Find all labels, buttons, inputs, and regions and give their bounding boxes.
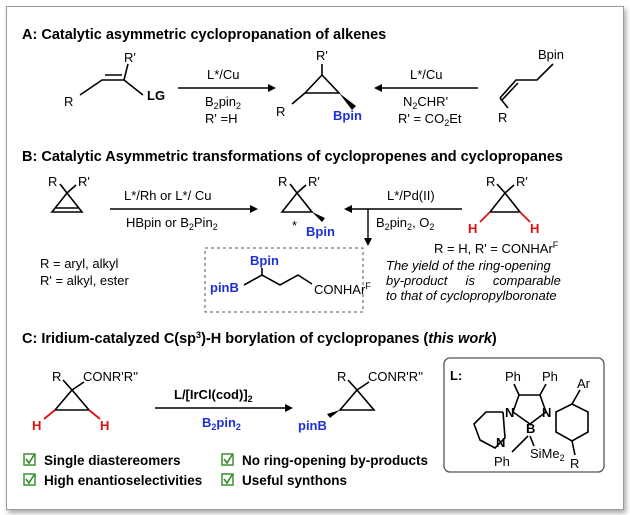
reaction-arrow-b1: L*/Rh or L*/ Cu HBpin or B2Pin2 [110, 188, 258, 232]
substituent-r: R [337, 369, 346, 384]
check-icon [25, 474, 35, 485]
bpin-label: Bpin [333, 108, 362, 123]
cyclopropene-substrate: R R' [48, 174, 90, 213]
allyl-substrate: R R' LG [64, 50, 165, 109]
reagent-label: N2CHR' [403, 94, 448, 111]
substituent-r: R [498, 110, 507, 125]
note-line: The yield of the ring-opening [386, 258, 552, 273]
substituent-r: R [276, 104, 285, 119]
boron-label: B [526, 421, 535, 436]
check-label: Single diastereomers [44, 453, 181, 468]
check-icon [223, 474, 233, 485]
check-label: Useful synthons [242, 473, 347, 488]
check-label: High enantioselectivities [44, 473, 202, 488]
substituent-r-prime: R' [308, 174, 320, 189]
phenyl-label: Ph [542, 369, 558, 384]
section-c-header: C: Iridium-catalyzed C(sp3)-H borylation… [22, 330, 497, 347]
reaction-arrow-c: L/[IrCl(cod)]2 B2pin2 [155, 387, 293, 432]
substituent-r: R [570, 456, 579, 471]
hydrogen-label: H [530, 221, 539, 236]
substituent-r: R [64, 94, 73, 109]
reagent-label: HBpin or B2Pin2 [126, 215, 218, 232]
amide-label: CONR'R'' [368, 369, 423, 384]
ring-opening-note: The yield of the ring-opening by-product… [386, 258, 561, 303]
hydrogen-label: H [468, 221, 477, 236]
catalyst-label: L*/Pd(II) [387, 188, 435, 203]
hydrogen-label: H [32, 418, 41, 433]
check-item: Useful synthons [221, 473, 347, 488]
substituent-r-prime: R' [516, 174, 528, 189]
condition-label: R' = CO2Et [398, 111, 462, 128]
nitrogen-label: N [542, 405, 551, 420]
catalyst-label: L*/Cu [207, 67, 240, 82]
hydrogen-label: H [100, 418, 109, 433]
leaving-group-label: LG [147, 88, 165, 103]
cyclopropane-substrate: R R' H H R = H, R' = CONHArF [434, 174, 559, 256]
cyclopropyl-boronate-product: R' R Bpin [276, 48, 362, 123]
condition-label: R' =H [205, 111, 237, 126]
ligand-structure: L: Ph Ph N N B N SiMe2 Ph Ar R [443, 357, 605, 473]
substituent-conditions: R = H, R' = CONHArF [434, 240, 559, 256]
r-definition: R = aryl, alkyl [40, 256, 118, 271]
substituent-r-prime: R' [124, 50, 136, 65]
bpin-label: Bpin [250, 253, 279, 268]
bpin-label: Bpin [538, 47, 564, 62]
reaction-arrow-a2: L*/Cu N2CHR' R' = CO2Et [374, 67, 478, 128]
note-line: to that of cyclopropylboronate [386, 288, 557, 303]
pinb-label: pinB [210, 280, 239, 295]
catalyst-label: L/[IrCl(cod)]2 [174, 387, 253, 404]
section-a-header: A: Catalytic asymmetric cyclopropanation… [22, 27, 386, 43]
reaction-arrow-a1: L*/Cu B2pin2 R' =H [178, 67, 276, 126]
check-icon [223, 454, 233, 465]
reaction-arrow-b2: L*/Pd(II) B2pin2, O2 [344, 188, 462, 246]
check-icon [25, 454, 35, 465]
pinb-label: pinB [298, 418, 327, 433]
substituent-r: R [486, 174, 495, 189]
check-item: No ring-opening by-products [221, 453, 428, 468]
vinyl-boronate-substrate: Bpin R [498, 47, 564, 125]
amide-label: CONR'R'' [83, 369, 138, 384]
check-item: High enantioselectivities [23, 473, 202, 488]
reagent-label: B2pin2 [202, 415, 241, 432]
check-label: No ring-opening by-products [242, 453, 428, 468]
substituent-r: R [48, 174, 57, 189]
nitrogen-label: N [496, 435, 505, 450]
section-b-header: B: Catalytic Asymmetric transformations … [22, 149, 563, 165]
aryl-label: Ar [577, 376, 591, 391]
cyclopropane-amide-substrate: R CONR'R'' H H [32, 369, 138, 433]
note-line: by-product is comparable [386, 273, 561, 288]
feature-checklist: Single diastereomers High enantioselecti… [23, 453, 428, 488]
catalyst-label: L*/Rh or L*/ Cu [124, 188, 211, 203]
borylated-cyclopropane-product: R CONR'R'' pinB [298, 369, 423, 433]
reagent-label: B2pin2 [205, 94, 241, 111]
silyl-label: SiMe2 [530, 446, 565, 463]
ring-opening-byproduct: Bpin pinB CONHArF [204, 247, 371, 313]
phenyl-label: Ph [505, 369, 521, 384]
substituent-r: R [52, 369, 61, 384]
stereocenter-mark: * [292, 218, 297, 233]
substituent-r-prime: R' [316, 48, 328, 63]
amide-label: CONHArF [314, 281, 371, 297]
check-item: Single diastereomers [23, 453, 181, 468]
catalyst-label: L*/Cu [410, 67, 443, 82]
r-prime-definition: R' = alkyl, ester [40, 273, 129, 288]
substituent-r: R [278, 174, 287, 189]
ligand-label: L: [450, 368, 462, 383]
reagent-label: B2pin2, O2 [376, 215, 434, 232]
substituent-r-prime: R' [78, 174, 90, 189]
phenyl-label: Ph [494, 454, 510, 469]
nitrogen-label: N [505, 405, 514, 420]
cyclopropyl-boronate-product: R R' * Bpin [278, 174, 335, 239]
bpin-label: Bpin [306, 224, 335, 239]
